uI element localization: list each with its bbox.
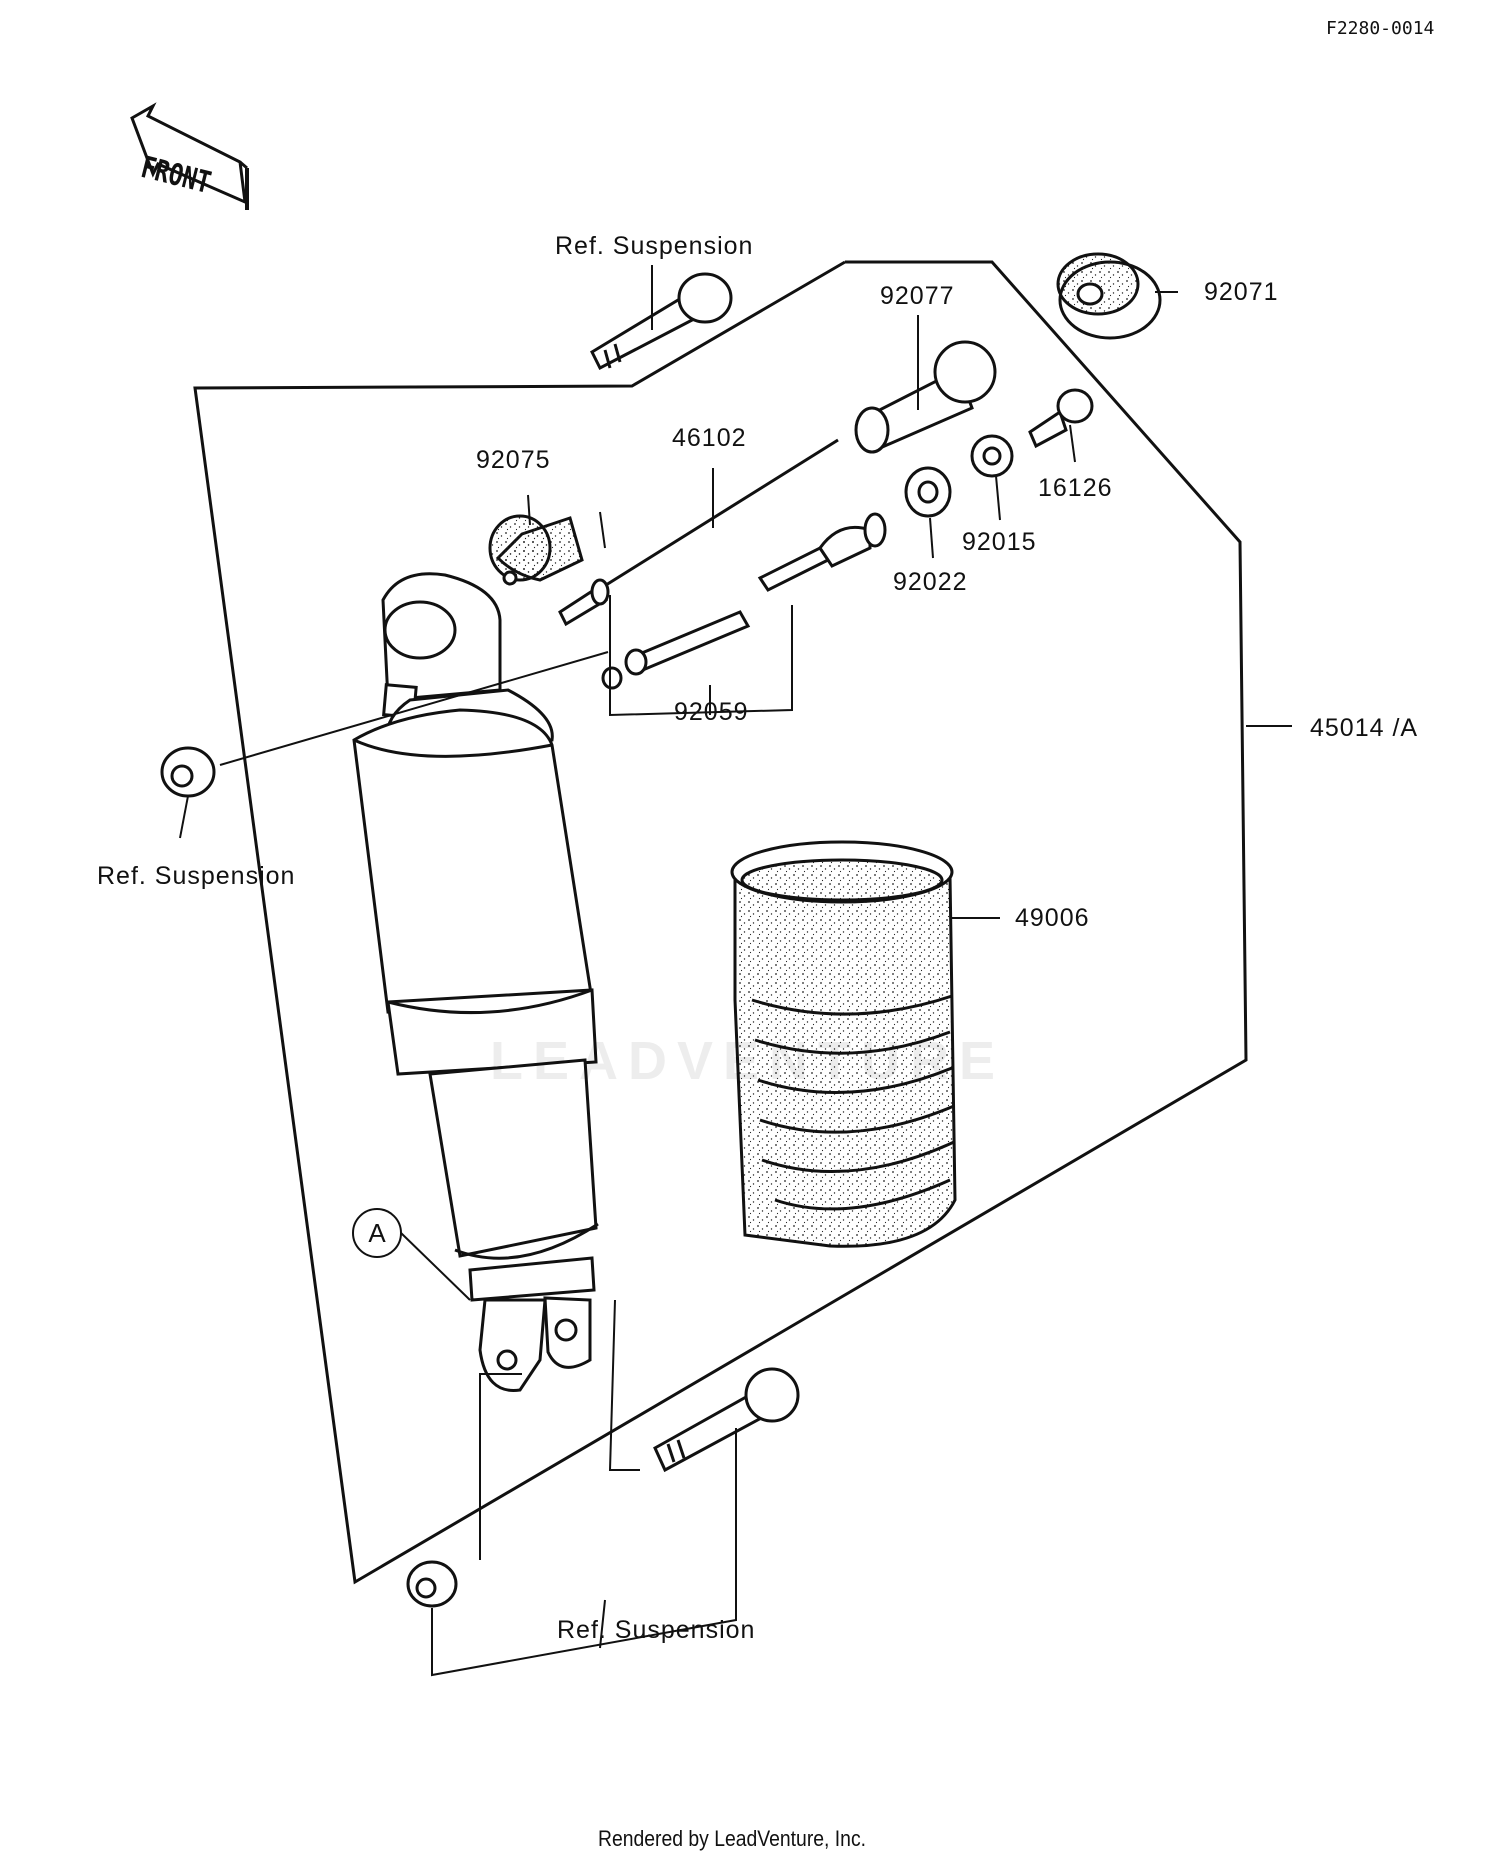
part-92077-collar — [854, 340, 997, 454]
part-92075-bushing — [488, 514, 584, 586]
dust-boot — [730, 840, 957, 1248]
part-92071-grommet — [1056, 252, 1162, 340]
callout-a: A — [352, 1208, 402, 1258]
ref-suspension-top: Ref. Suspension — [555, 232, 754, 260]
part-92015-nut — [970, 434, 1014, 478]
assembly-boundary — [193, 260, 1248, 1585]
part-label-45014-a: 45014 /A — [1310, 714, 1419, 742]
part-label-46102: 46102 — [672, 424, 747, 452]
leader-lines — [179, 265, 1292, 1677]
part-label-92071: 92071 — [1204, 278, 1279, 306]
part-46102-rod — [558, 438, 839, 627]
part-label-92059: 92059 — [674, 698, 749, 726]
ref-suspension-left: Ref. Suspension — [97, 862, 296, 890]
part-16126-valve — [1028, 388, 1094, 449]
diagram-code: F2280-0014 — [1326, 18, 1435, 39]
part-label-92022: 92022 — [893, 568, 968, 596]
part-label-92075: 92075 — [476, 446, 551, 474]
top-bolt — [590, 272, 733, 371]
lower-nut — [406, 1560, 458, 1608]
part-92059-hose — [601, 512, 887, 690]
part-92022-washer — [904, 466, 952, 518]
front-arrow-icon — [130, 102, 249, 210]
part-label-16126: 16126 — [1038, 474, 1113, 502]
footer-credit: Rendered by LeadVenture, Inc. — [598, 1826, 867, 1851]
watermark: LEADVENTURE — [490, 1031, 1006, 1091]
part-label-92077: 92077 — [880, 282, 955, 310]
part-label-92015: 92015 — [962, 528, 1037, 556]
bottom-bolt — [653, 1367, 800, 1473]
part-label-49006: 49006 — [1015, 904, 1090, 932]
upper-nut — [160, 746, 216, 798]
ref-suspension-bottom: Ref. Suspension — [557, 1616, 756, 1644]
shock-absorber — [352, 572, 599, 1392]
